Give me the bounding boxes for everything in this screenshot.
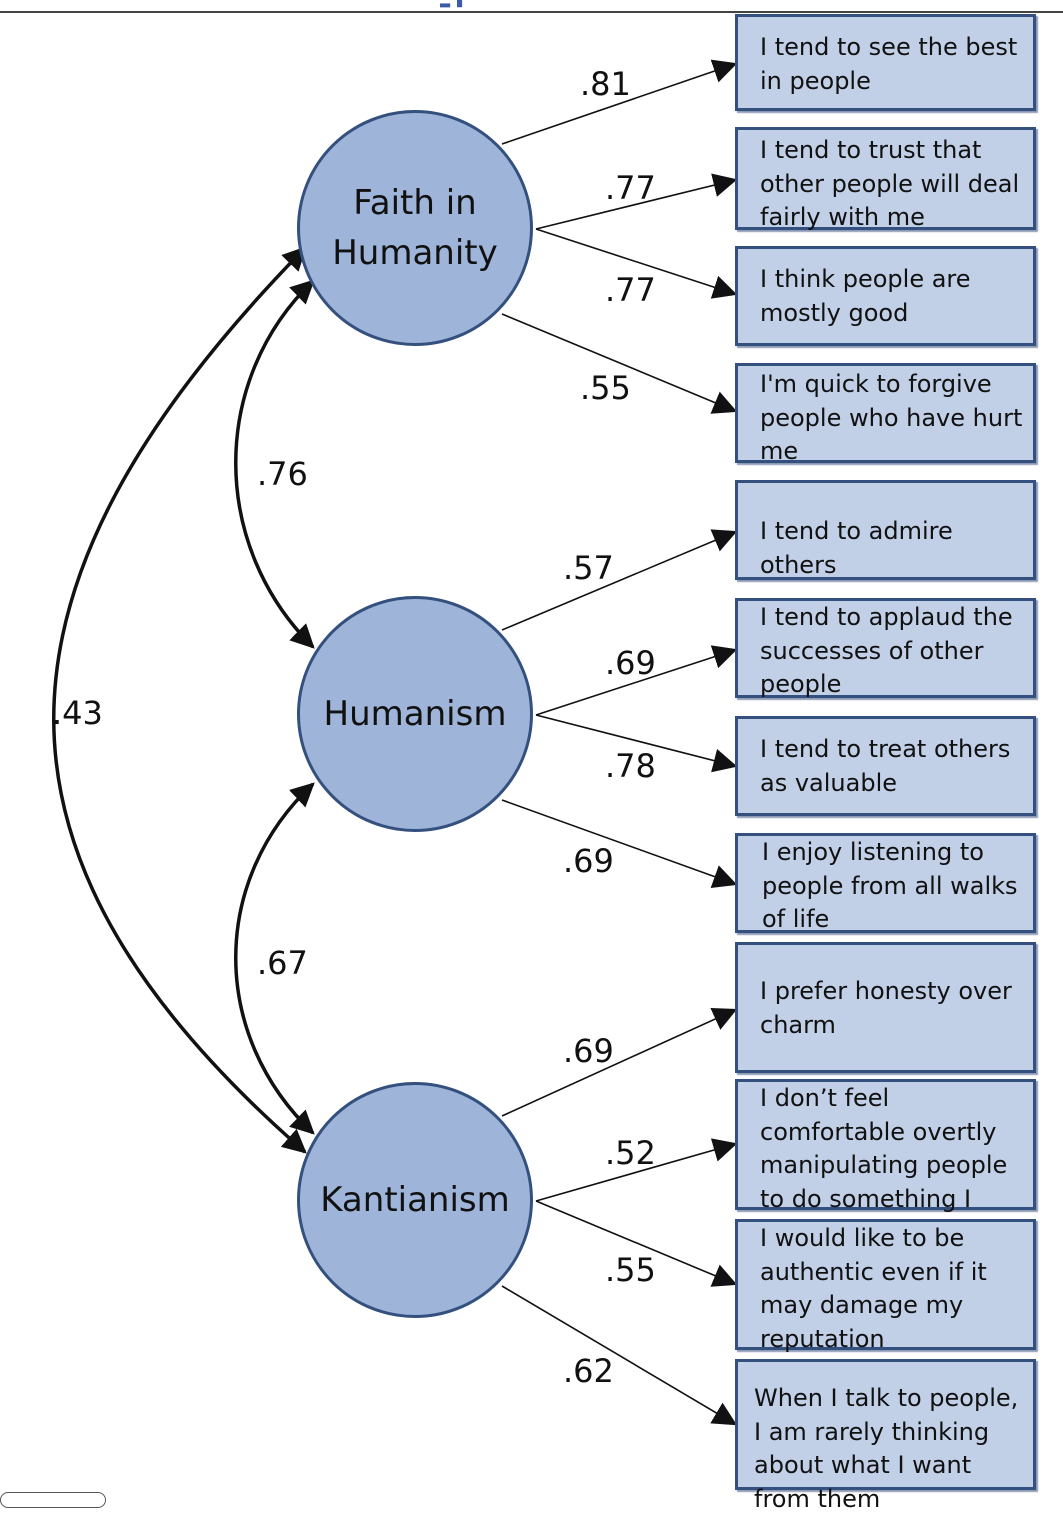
loading-arrow-8: [501, 799, 738, 888]
item-box-5: I tend to admire others: [735, 480, 1036, 580]
factor-label-humanism: Humanism: [323, 694, 507, 734]
loading-label-12: .62: [563, 1352, 614, 1390]
loading-label-6: .69: [605, 644, 656, 682]
header-fragment: ▂▗ ▝: [440, 0, 483, 8]
factor-kantianism: Kantianism: [297, 1082, 533, 1318]
item-box-4: I'm quick to forgive people who have hur…: [735, 363, 1036, 465]
item-text-2: I tend to trust that other people will d…: [760, 136, 1020, 231]
loading-arrow-3: [535, 228, 738, 299]
item-box-10: I don’t feel comfortable overtly manipul…: [735, 1079, 1036, 1246]
corr-arc-faith-humanism: [234, 279, 315, 649]
item-text-7: I tend to treat others as valuable: [760, 735, 1011, 797]
item-box-3: I think people are mostly good: [735, 246, 1036, 346]
factor-faith-in-humanity: Faith in Humanity: [297, 110, 533, 346]
loading-label-2: .77: [605, 169, 656, 207]
item-box-2: I tend to trust that other people will d…: [735, 127, 1036, 231]
item-box-8: I enjoy listening to people from all wal…: [735, 833, 1036, 933]
item-text-12: When I talk to people, I am rarely think…: [754, 1384, 1019, 1513]
item-box-11: I would like to be authentic even if it …: [735, 1219, 1036, 1353]
item-text-1: I tend to see the best in people: [760, 33, 1018, 95]
factor-humanism: Humanism: [297, 596, 533, 832]
corr-label-faith-kantianism: .43: [52, 694, 103, 732]
loading-arrow-1: [501, 59, 738, 145]
item-text-9: I prefer honesty over charm: [760, 977, 1012, 1039]
loading-label-5: .57: [563, 549, 614, 587]
loading-arrow-5: [501, 529, 738, 631]
loading-arrow-11: [535, 1200, 738, 1287]
loading-arrow-9: [501, 1008, 738, 1117]
corr-arc-humanism-kantianism: [234, 782, 315, 1135]
factor-label-kantianism: Kantianism: [320, 1180, 510, 1220]
loading-arrow-7: [535, 714, 738, 773]
corr-label-faith-humanism: .76: [257, 455, 308, 493]
bottom-tab-fragment: [0, 1492, 106, 1508]
loading-label-8: .69: [563, 842, 614, 880]
loading-label-10: .52: [605, 1134, 656, 1172]
item-box-9: I prefer honesty over charm: [735, 942, 1036, 1073]
loading-arrow-12: [501, 1285, 738, 1426]
loading-arrow-6: [535, 645, 738, 716]
item-text-3: I think people are mostly good: [760, 265, 971, 327]
item-text-4: I'm quick to forgive people who have hur…: [760, 370, 1023, 465]
item-text-11: I would like to be authentic even if it …: [760, 1224, 987, 1353]
top-rule: [0, 11, 1063, 13]
corr-label-humanism-kantianism: .67: [257, 944, 308, 982]
item-text-8: I enjoy listening to people from all wal…: [762, 838, 1018, 933]
item-box-1: I tend to see the best in people: [735, 14, 1036, 111]
corr-arc-faith-kantianism: [52, 246, 307, 1154]
loading-arrow-4: [501, 313, 738, 414]
loading-label-1: .81: [580, 65, 631, 103]
item-text-5: I tend to admire others: [760, 517, 953, 579]
loading-label-11: .55: [605, 1251, 656, 1289]
loading-arrow-2: [535, 173, 738, 230]
item-box-7: I tend to treat others as valuable: [735, 716, 1036, 816]
item-box-6: I tend to applaud the successes of other…: [735, 598, 1036, 698]
loading-label-9: .69: [563, 1032, 614, 1070]
item-text-6: I tend to applaud the successes of other…: [760, 603, 1013, 698]
loading-label-3: .77: [605, 271, 656, 309]
loading-label-7: .78: [605, 747, 656, 785]
factor-label-faith: Faith in Humanity: [332, 183, 498, 273]
item-box-12: When I talk to people, I am rarely think…: [735, 1359, 1036, 1513]
loading-arrow-10: [535, 1138, 738, 1202]
loading-label-4: .55: [580, 369, 631, 407]
